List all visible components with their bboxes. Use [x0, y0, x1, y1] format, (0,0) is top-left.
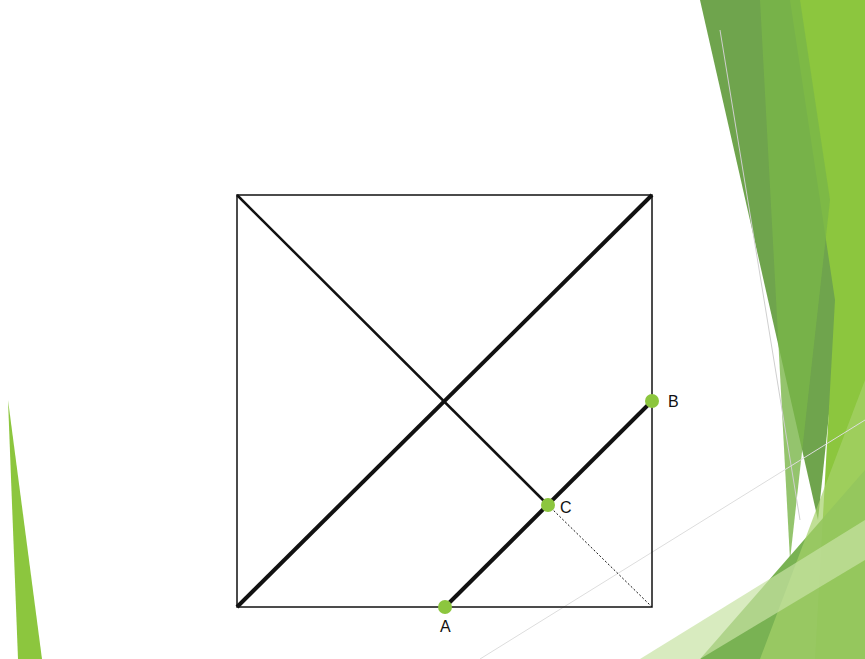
point-dot	[438, 600, 452, 614]
point-dot	[541, 498, 555, 512]
mid-band	[760, 0, 830, 560]
bottom-wedge-light	[760, 380, 865, 659]
diagonal	[237, 195, 548, 505]
point-label: A	[440, 619, 451, 635]
diagonal	[237, 195, 652, 607]
theme-decoration	[8, 0, 865, 659]
thin-line	[480, 420, 865, 659]
segment-ab	[445, 401, 652, 607]
point-label: C	[560, 500, 572, 516]
point-label: B	[668, 394, 679, 410]
dotted-segment	[548, 505, 652, 607]
square	[237, 195, 652, 607]
left-wedge	[8, 400, 42, 659]
thin-line	[720, 30, 800, 520]
bottom-sliver	[640, 520, 865, 659]
point-dot	[645, 394, 659, 408]
